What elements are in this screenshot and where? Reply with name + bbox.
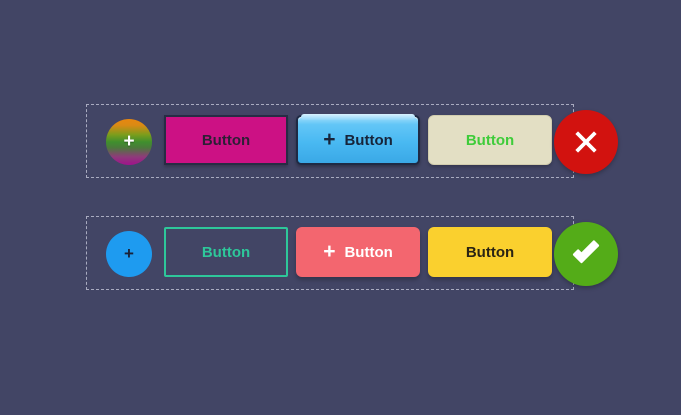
blue-add-circle-button[interactable]: + [106,231,152,277]
magenta-button[interactable]: Button [164,115,288,165]
cream-button-label: Button [465,131,515,149]
gradient-add-circle-button[interactable]: + [106,119,152,165]
row-1-inner: + Button + Button Button [87,105,618,177]
coral-button-label: Button [344,243,393,261]
plus-icon: + [123,131,135,152]
plus-icon: + [124,244,134,263]
close-circle-button[interactable] [554,110,618,174]
row-2-inner: + Button + Button Button [87,217,618,289]
close-x-icon [575,131,597,153]
outline-teal-button[interactable]: Button [164,227,288,277]
cream-button[interactable]: Button [428,115,552,165]
blue-glossy-button-label: Button [344,131,393,149]
yellow-button-label: Button [465,243,515,261]
outline-teal-button-label: Button [201,243,251,261]
coral-add-button[interactable]: + Button [296,227,420,277]
yellow-button[interactable]: Button [428,227,552,277]
check-icon [572,240,600,264]
button-group-row-1: + Button + Button Button [86,104,618,178]
plus-icon: + [323,239,336,263]
confirm-circle-button[interactable] [554,222,618,286]
magenta-button-label: Button [201,131,251,149]
button-group-row-2: + Button + Button Button [86,216,618,290]
plus-icon: + [323,127,336,151]
blue-glossy-add-button[interactable]: + Button [296,114,420,165]
